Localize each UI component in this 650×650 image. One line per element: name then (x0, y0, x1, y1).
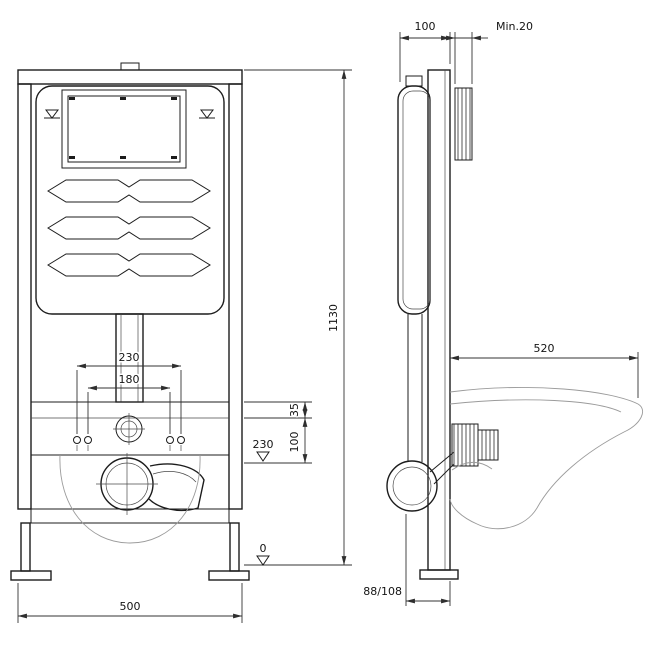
water-level-icon-right (199, 109, 215, 119)
frame-front (10, 62, 250, 581)
dim-520-label: 520 (534, 342, 555, 355)
dim-projection-520: 520 (449, 341, 639, 398)
inspection-panel (61, 89, 187, 169)
outlet-elbow-side (386, 460, 438, 512)
dim-min-20: Min.20 (441, 19, 535, 84)
frame-side (419, 69, 459, 580)
foot-plate-side (419, 569, 459, 580)
dim-fixing-span-inner: 180 (87, 372, 171, 434)
level-triangle-icon (256, 555, 270, 566)
outlet-elbow (148, 463, 205, 512)
level-outlet-230: 230 (251, 437, 275, 462)
dim-230-label: 230 (119, 351, 140, 364)
wall-anchor-hatch (454, 87, 473, 161)
dim-offset-100: 100 (244, 417, 312, 464)
foot-plate-left (10, 570, 52, 581)
fixing-bolt (177, 436, 185, 444)
dim-88-108-label: 88/108 (363, 585, 402, 598)
bowl-side-outline (449, 387, 643, 530)
cistern-ribs (47, 179, 211, 277)
dim-min20-label: Min.20 (496, 20, 533, 33)
dim-500-label: 500 (120, 600, 141, 613)
outlet-side (386, 451, 455, 512)
mounting-bracket (30, 401, 230, 456)
cistern-side (397, 75, 431, 315)
fixing-bolt (166, 436, 174, 444)
fixing-bolt (73, 436, 81, 444)
bowl-outline-front (59, 454, 201, 544)
level-triangle-icon (256, 451, 270, 462)
dim-180-label: 180 (119, 373, 140, 386)
dim-depth-100-label: 100 (415, 20, 436, 33)
dim-35-label: 35 (288, 403, 301, 417)
water-level-icon-left (44, 109, 60, 119)
outlet-connector-hatch (451, 423, 499, 467)
front-view (10, 62, 250, 581)
fixing-bolt (84, 436, 92, 444)
side-view (386, 69, 643, 580)
filling-valve-cap (405, 75, 423, 87)
level-floor-0: 0 (244, 541, 352, 566)
dimensions: 230 180 35 100 230 0 (17, 19, 639, 623)
frame-top-notch (120, 62, 140, 71)
dim-100-offset-label: 100 (288, 432, 301, 453)
dim-offset-35: 35 (244, 402, 312, 419)
dim-outlet-offset: 88/108 (362, 514, 451, 606)
outlet-front (59, 453, 205, 544)
dim-fixing-span-outer: 230 (76, 350, 182, 434)
level-230-label: 230 (253, 438, 274, 451)
dim-height-1130: 1130 (244, 69, 352, 566)
level-0-label: 0 (260, 542, 267, 555)
flush-pipe-side (407, 314, 423, 462)
dim-depth-100: 100 (399, 19, 451, 82)
dim-width-500: 500 (17, 583, 243, 623)
foot-plate-right (208, 570, 250, 581)
dim-1130-label: 1130 (327, 304, 340, 332)
